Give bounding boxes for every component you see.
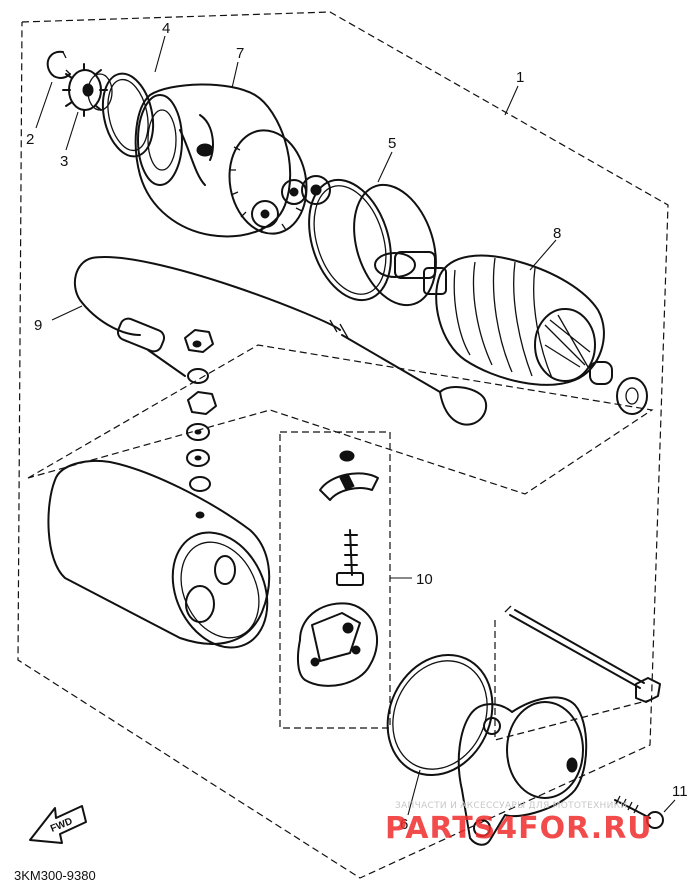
armature-plate-part xyxy=(353,183,437,307)
rear-o-ring-part xyxy=(386,653,494,777)
callout-3: 3 xyxy=(60,153,68,170)
armature-part xyxy=(423,254,613,386)
callout-4: 4 xyxy=(162,20,170,37)
assembly-boundary xyxy=(17,11,669,879)
gasket-ring-part xyxy=(308,178,392,302)
yoke-part xyxy=(47,459,271,649)
callout-10: 10 xyxy=(416,571,433,588)
callout-9: 9 xyxy=(34,317,42,334)
short-bolt-part xyxy=(614,795,664,829)
diagram-code: 3KM300-9380 xyxy=(14,868,96,883)
callout-8: 8 xyxy=(553,225,561,242)
callout-1: 1 xyxy=(516,69,524,86)
callout-7: 7 xyxy=(236,45,244,62)
terminal-hardware-part xyxy=(184,329,217,492)
watermark: ЗАПЧАСТИ И АКСЕССУАРЫ ДЛЯ МОТОТЕХНИКИ PA… xyxy=(385,801,653,846)
callout-2: 2 xyxy=(26,131,34,148)
brush-set-part xyxy=(296,450,379,687)
forward-arrow-label: FWD xyxy=(49,816,74,835)
thrust-washer-part xyxy=(616,377,648,415)
lead-wire-part xyxy=(73,256,488,426)
o-ring-part xyxy=(101,72,155,158)
callout-numbers: 4 7 1 2 3 5 8 9 10 6 11 xyxy=(26,20,688,833)
brush-set-boundary xyxy=(279,431,391,729)
callout-6: 6 xyxy=(400,816,408,833)
yoke-group-boundary xyxy=(27,344,654,495)
forward-arrow-icon: FWD xyxy=(29,805,87,844)
bolt-boundary xyxy=(494,620,651,741)
watermark-brand: PARTS4FOR.RU xyxy=(385,811,653,846)
circlip-part xyxy=(46,50,71,79)
front-housing-part xyxy=(134,83,331,238)
callout-11: 11 xyxy=(672,783,688,800)
callout-5: 5 xyxy=(388,135,396,152)
leader-lines xyxy=(35,35,676,816)
through-bolt-part xyxy=(504,605,661,703)
watermark-tagline: ЗАПЧАСТИ И АКСЕССУАРЫ ДЛЯ МОТОТЕХНИКИ xyxy=(395,801,627,811)
rear-cover-part xyxy=(457,696,588,846)
pinion-gear-part xyxy=(62,63,113,117)
